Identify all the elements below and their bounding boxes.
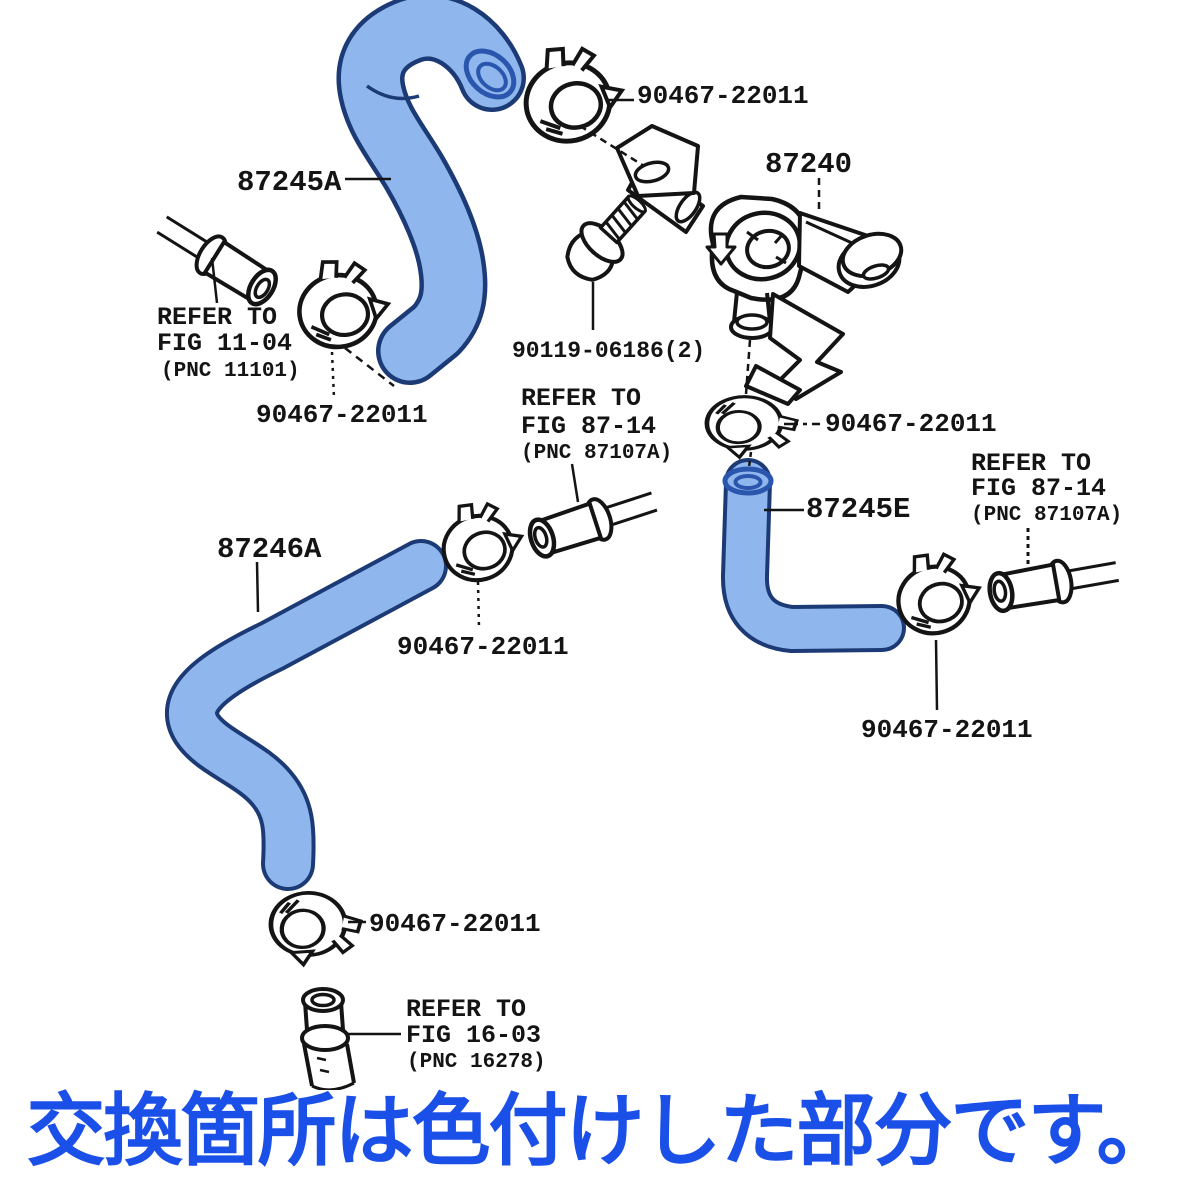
label-clamp-bottom: 90467-22011: [369, 909, 541, 939]
water-valve-icon: [615, 124, 904, 406]
pipe-fitting-icon: [987, 551, 1121, 615]
ref-left-line3: (PNC 11101): [161, 360, 300, 383]
hose-87246a: [165, 539, 448, 891]
label-clamp-top: 90467-22011: [637, 81, 809, 111]
hose-87245a: [336, 0, 526, 385]
hose-87245a-opening: [463, 48, 517, 100]
ref-right-line3: (PNC 87107A): [971, 504, 1122, 527]
hose-87245e: [721, 458, 906, 653]
label-clamp-right: 90467-22011: [861, 715, 1033, 745]
leader-lines: [210, 98, 1030, 1036]
hose-clamp-icon: [293, 254, 393, 352]
hose-87245e-opening: [722, 466, 774, 496]
ref-center-line2: FIG 87-14: [521, 412, 656, 441]
ref-left-line1: REFER TO: [157, 303, 277, 332]
ref-bottom-line3: (PNC 16278): [407, 1051, 546, 1074]
label-87245a: 87245A: [237, 166, 342, 199]
heater-pipe-icon: [300, 987, 356, 1090]
label-87246a: 87246A: [217, 533, 322, 566]
label-bolt: 90119-06186(2): [512, 338, 705, 364]
ref-right-line1: REFER TO: [971, 449, 1091, 478]
label-87245e: 87245E: [806, 493, 910, 526]
bolt-icon: [565, 194, 647, 282]
parts-diagram: 87245A 90467-22011 87240 90119-06186(2) …: [0, 0, 1200, 1090]
hose-clamp-icon: [515, 37, 629, 149]
hose-clamp-icon: [433, 493, 530, 588]
label-clamp-center: 90467-22011: [825, 409, 997, 439]
ref-center-line3: (PNC 87107A): [521, 442, 672, 465]
replacement-note-banner: 交換箇所は色付けした部分です。: [26, 1086, 1175, 1175]
ref-right-line2: FIG 87-14: [971, 474, 1106, 503]
hose-clamp-icon: [267, 890, 364, 968]
ref-bottom-line2: FIG 16-03: [406, 1021, 541, 1050]
label-clamp-left: 90467-22011: [256, 400, 428, 430]
pipe-fitting-icon: [525, 482, 661, 562]
label-87240: 87240: [765, 148, 852, 181]
ref-left-line2: FIG 11-04: [157, 329, 292, 358]
ref-center-line1: REFER TO: [521, 384, 641, 413]
ref-bottom-line1: REFER TO: [406, 995, 526, 1024]
label-clamp-mid: 90467-22011: [397, 632, 569, 662]
